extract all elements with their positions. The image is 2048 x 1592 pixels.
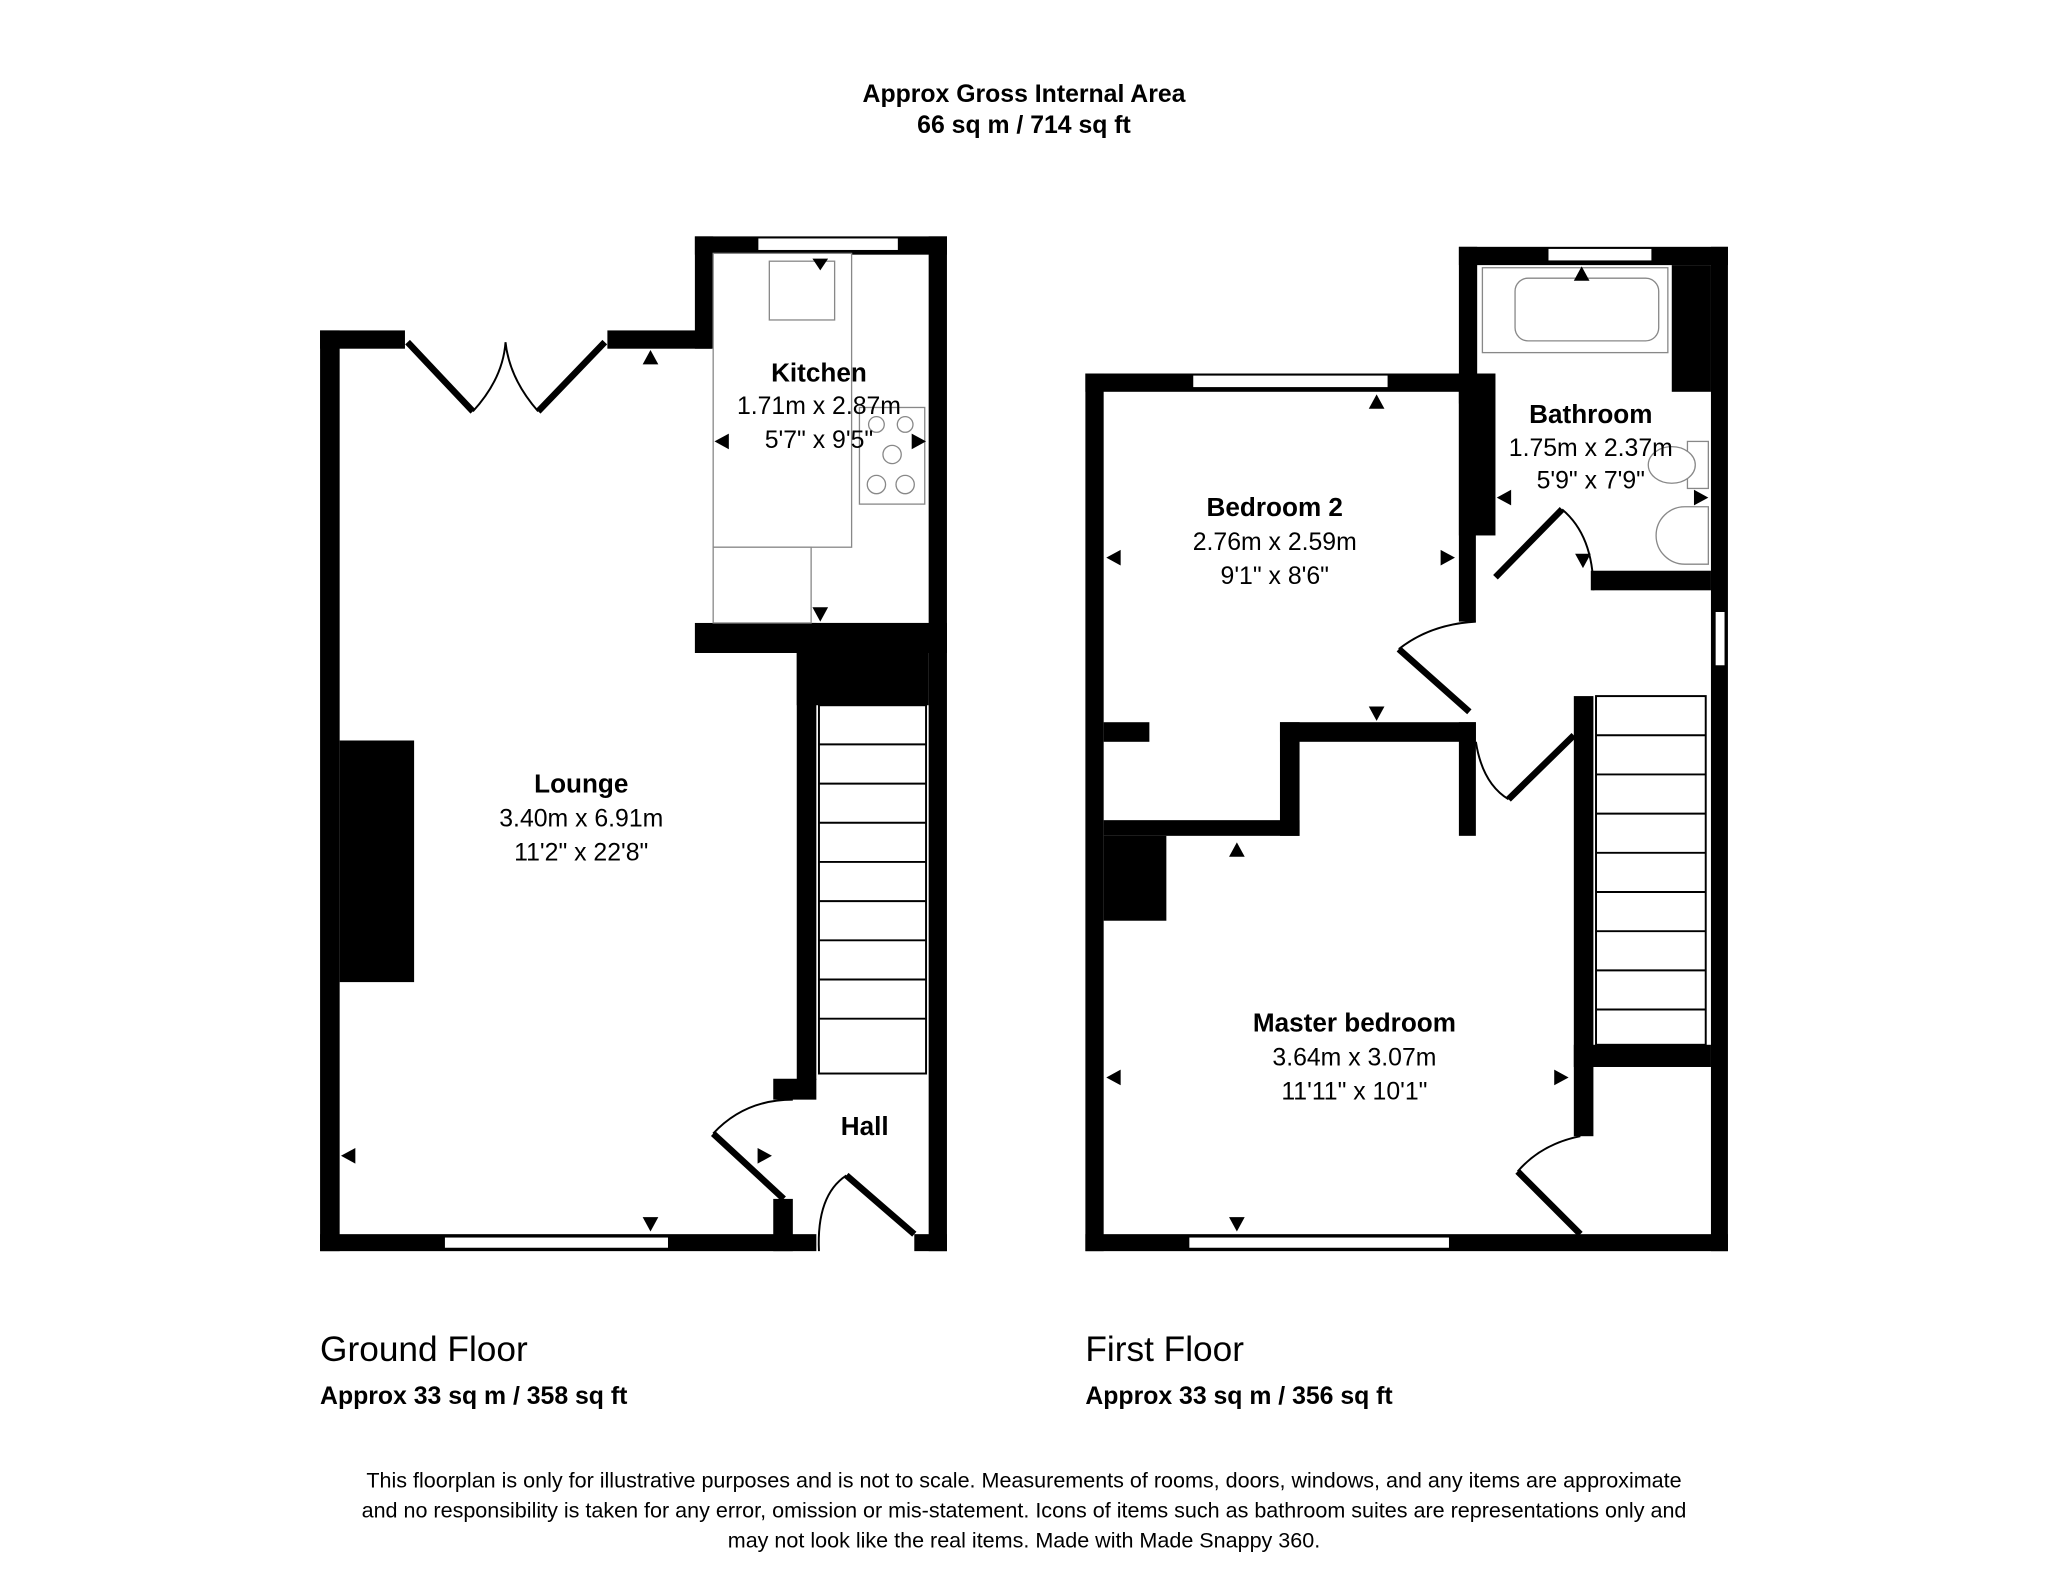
floor-name-first: First Floor [1085,1330,1244,1369]
room-dim-metric-bedroom-2: 2.76m x 2.59m [1193,529,1357,556]
window [1714,610,1727,667]
room-dim-imperial-kitchen: 5'7" x 9'5" [765,427,873,454]
floor-name-ground: Ground Floor [320,1330,528,1369]
floor-area-ground: Approx 33 sq m / 358 sq ft [320,1383,627,1410]
room-dim-imperial-master-bedroom: 11'11" x 10'1" [1281,1079,1427,1106]
room-label-hall: Hall [841,1111,889,1141]
dimension-arrows [340,258,927,1232]
dimension-arrows [1106,266,1709,1232]
room-label-lounge: Lounge [534,769,628,799]
staircase [1595,695,1707,1046]
kitchen-units [712,252,926,624]
chimney-breast [339,740,415,983]
room-dim-metric-lounge: 3.40m x 6.91m [499,806,663,833]
window [756,236,900,252]
room-dim-metric-kitchen: 1.71m x 2.87m [737,393,901,420]
room-label-bedroom-2: Bedroom 2 [1207,492,1343,522]
staircase [817,704,928,1075]
room-dim-imperial-bedroom-2: 9'1" x 8'6" [1221,563,1329,590]
disclaimer-line-1: This floorplan is only for illustrative … [366,1469,1681,1493]
window [1187,1235,1451,1250]
disclaimer-line-2: and no responsibility is taken for any e… [362,1499,1687,1523]
floor-area-first: Approx 33 sq m / 356 sq ft [1085,1383,1392,1410]
first-floor-plan: Bathroom 1.75m x 2.37m 5'9" x 7'9" Bedro… [1085,246,1728,1252]
basin-icon [1655,506,1709,565]
room-dim-metric-master-bedroom: 3.64m x 3.07m [1272,1045,1436,1072]
room-label-bathroom: Bathroom [1529,399,1652,429]
sink-icon [768,260,836,321]
window [443,1235,670,1250]
french-doors [405,339,608,414]
room-label-master-bedroom: Master bedroom [1253,1008,1456,1038]
chimney-breast [1103,835,1167,921]
room-dim-metric-bathroom: 1.75m x 2.37m [1509,435,1673,462]
room-label-kitchen: Kitchen [771,357,867,387]
window [1191,374,1390,389]
room-dim-imperial-bathroom: 5'9" x 7'9" [1537,467,1645,494]
bathroom-fixtures [1481,267,1709,565]
gross-area-value: 66 sq m / 714 sq ft [917,112,1131,139]
disclaimer-line-3: may not look like the real items. Made w… [728,1529,1320,1553]
window [1546,247,1653,262]
ground-floor-plan: Kitchen 1.71m x 2.87m 5'7" x 9'5" Lounge… [320,236,947,1252]
room-dim-imperial-lounge: 11'2" x 22'8" [514,840,648,867]
gross-area-title: Approx Gross Internal Area [863,81,1186,108]
